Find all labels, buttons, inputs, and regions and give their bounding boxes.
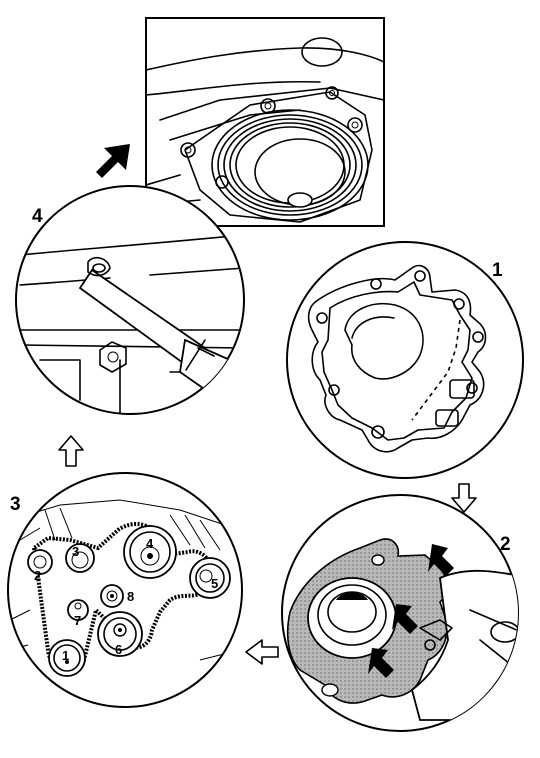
pulley-label-1: 1 (62, 648, 69, 663)
pulley-label-3: 3 (72, 544, 79, 559)
arrow-outline-icon (58, 435, 84, 467)
pulley-4: 4 (123, 525, 177, 579)
pulley-label-2: 2 (34, 568, 41, 583)
pulley-2: 2 (27, 549, 53, 583)
step-4-detail: 4 (15, 185, 245, 415)
arrow-outline-icon (451, 483, 477, 513)
step-3-belt-routing: 1 2 3 4 5 6 (7, 472, 243, 708)
step-3-label: 3 (10, 494, 21, 515)
pulley-6: 6 (97, 611, 143, 657)
arrow-filled-icon (96, 144, 130, 178)
step-1-gasket: 1 (286, 241, 524, 479)
step-1-label: 1 (492, 260, 503, 281)
pulley-7: 7 (67, 599, 89, 628)
pulley-1: 1 (48, 639, 86, 677)
step-4-label: 4 (32, 206, 43, 227)
pulley-label-6: 6 (115, 642, 122, 657)
pulley-label-7: 7 (74, 613, 81, 628)
installed-pump-panel (145, 17, 385, 227)
pulley-5: 5 (189, 557, 231, 599)
step-2-install: 2 (281, 494, 519, 732)
arrow-outline-icon (245, 639, 279, 665)
pulley-3: 3 (65, 543, 95, 573)
step-2-label: 2 (500, 534, 511, 555)
pulley-label-8: 8 (127, 589, 134, 604)
pulley-label-5: 5 (211, 576, 218, 591)
pulley-label-4: 4 (146, 536, 154, 551)
pulley-8: 8 (100, 584, 134, 608)
